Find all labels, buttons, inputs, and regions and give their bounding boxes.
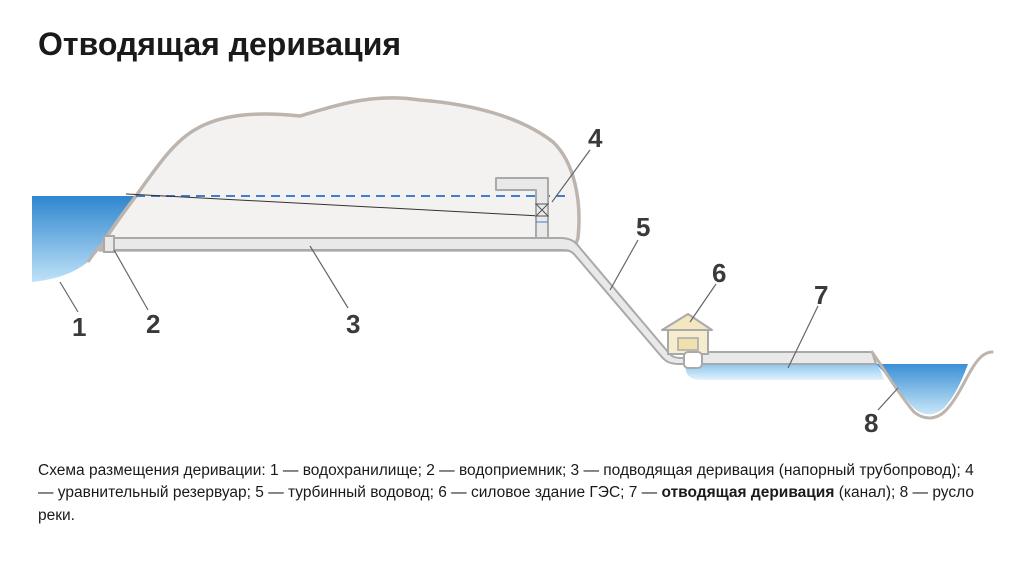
label-3-headrace: 3 <box>346 309 360 339</box>
river-water <box>876 364 968 415</box>
intake <box>103 235 115 253</box>
leader-lines <box>59 149 899 411</box>
piezometric-line <box>125 193 541 217</box>
caption-part-2: (канал); 8 — русло реки. <box>38 484 974 524</box>
tailrace-channel <box>683 351 877 365</box>
slide-title: Отводящая деривация <box>38 26 402 62</box>
label-6-powerhouse: 6 <box>712 258 726 288</box>
label-2-intake: 2 <box>146 309 160 339</box>
powerhouse <box>661 313 713 369</box>
label-4-surge-tank: 4 <box>588 123 603 153</box>
headrace-and-penstock-pipe <box>107 237 689 365</box>
caption-part-1: Схема размещения деривации: 1 — водохран… <box>38 462 974 502</box>
river-bank <box>870 350 994 420</box>
label-1-reservoir: 1 <box>72 312 86 342</box>
label-8-riverbed: 8 <box>864 408 878 438</box>
diagram-caption: Схема размещения деривации: 1 — водохран… <box>38 460 988 527</box>
label-5-penstock: 5 <box>636 212 650 242</box>
hill-ground <box>98 96 581 252</box>
caption-bold-term: отводящая деривация <box>661 484 835 502</box>
reservoir-water <box>32 196 136 282</box>
label-7-tailrace: 7 <box>814 280 828 310</box>
tailrace-channel-water <box>685 364 884 380</box>
